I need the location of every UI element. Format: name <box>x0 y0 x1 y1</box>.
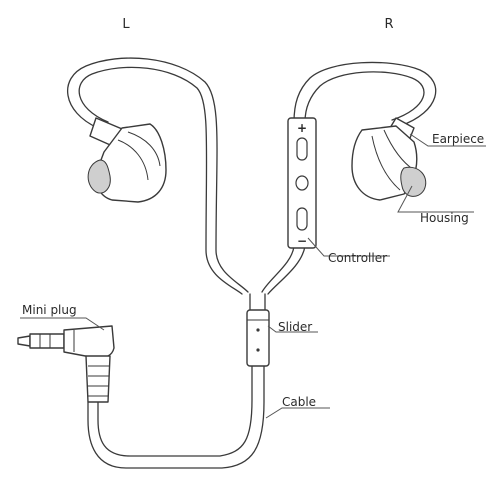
volume-up-key <box>296 137 308 161</box>
side-label-right: R <box>384 17 393 32</box>
cable-wires <box>67 57 437 469</box>
label-mini-plug: Mini plug <box>22 303 77 317</box>
controller-unit: + − <box>287 117 317 249</box>
volume-down-key <box>296 207 308 231</box>
left-earphone <box>87 117 167 203</box>
side-label-left: L <box>122 17 130 32</box>
slider-part <box>246 309 270 367</box>
right-earphone <box>351 117 427 201</box>
label-controller: Controller <box>328 251 387 265</box>
label-housing: Housing <box>420 211 469 225</box>
label-earpiece: Earpiece <box>432 132 484 146</box>
controller-plus-symbol: + <box>297 121 307 135</box>
label-cable: Cable <box>282 395 316 409</box>
mini-plug <box>17 325 115 403</box>
label-slider: Slider <box>278 320 312 334</box>
center-key <box>295 175 309 191</box>
controller-minus-symbol: − <box>297 234 307 248</box>
leader-lines <box>20 133 486 419</box>
